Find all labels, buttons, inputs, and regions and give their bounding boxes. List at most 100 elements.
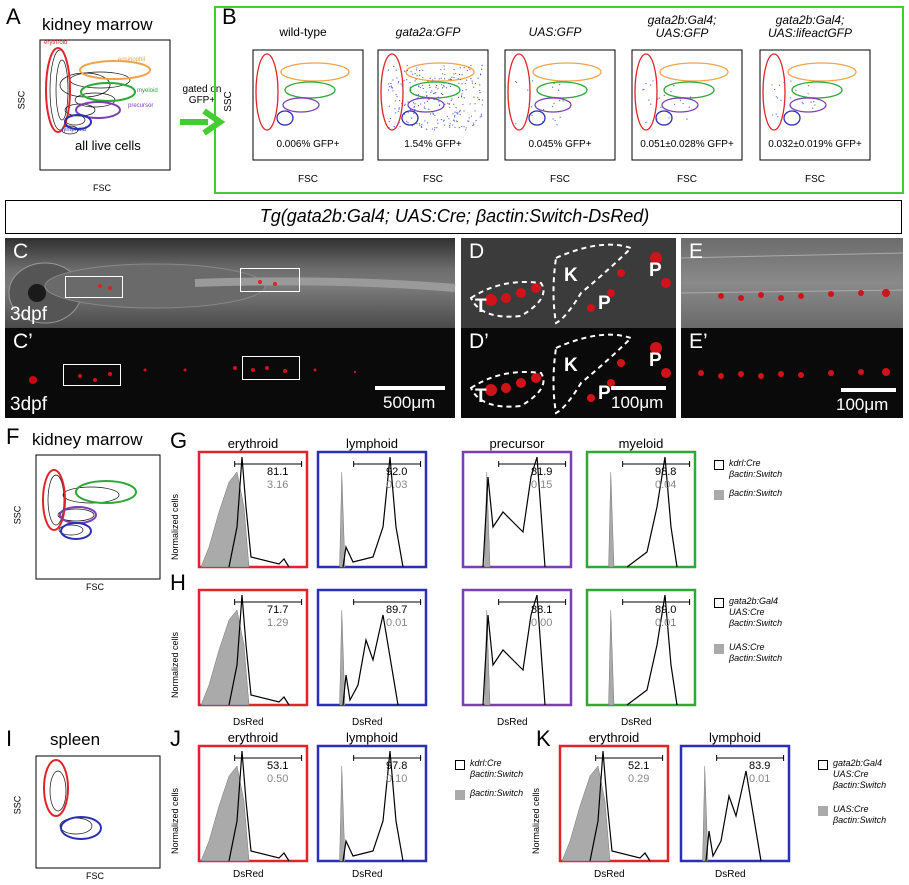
panel-b-gfp-value: 0.006% GFP+ [253,139,363,150]
panel-i-flow-plot [36,756,160,868]
inset-box-d2 [63,364,121,386]
panel-c2-image: C’ 3dpf 500μm [5,328,455,418]
gated-percent-bottom: 0.29 [628,773,649,785]
gated-percent-top: 81.1 [267,466,288,478]
panel-a-ylabel: SSC [16,91,26,110]
histo-xlabel: DsRed [715,869,746,880]
histo-xlabel: DsRed [352,869,383,880]
gated-percent-bottom: 0.01 [655,617,676,629]
panel-label-i: I [6,726,12,752]
gated-percent-top: 53.1 [267,760,288,772]
scalebar-e2-label: 100μm [836,395,888,415]
panel-c-age: 3dpf [10,304,47,326]
gated-percent-bottom: 0.15 [531,479,552,491]
panel-c2-age: 3dpf [10,394,47,416]
histogram-plot [318,746,426,861]
gated-percent-top: 92.0 [386,466,407,478]
panel-f-flow-plot [36,455,160,579]
panel-label-d2: D’ [469,330,489,354]
legend-swatch-open [455,760,465,770]
gated-percent-top: 88.1 [531,604,552,616]
gate-label-eosinophil: eosinophil [118,57,145,63]
histo-ylabel: Normalized cells [170,764,180,854]
histo-col-title: erythroid [199,730,307,745]
gated-percent-bottom: 0.10 [386,773,407,785]
panel-b-plot-title: gata2a:GFP [358,26,498,39]
inset-box-d [65,276,123,298]
panel-label-c2: C’ [13,330,33,354]
histo-col-title: precursor [463,436,571,451]
histo-ylabel: Normalized cells [531,764,541,854]
gate-label-precursor: precursor [128,103,153,109]
panel-f-xlabel: FSC [86,582,104,592]
banner-title: Tg(gata2b:Gal4; UAS:Cre; βactin:Switch-D… [0,206,909,227]
panel-i-ylabel: SSC [12,796,22,815]
gate-label-myeloid: myeloid [137,88,158,94]
panel-e-image: E [681,238,903,328]
panel-label-c: C [13,240,28,264]
histo-col-title: myeloid [587,436,695,451]
gated-percent-bottom: 0.50 [267,773,288,785]
histo-xlabel: DsRed [621,717,652,728]
histo-col-title: lymphoid [318,730,426,745]
legend-entry: βactin:Switch [729,488,809,499]
histo-xlabel: DsRed [594,869,625,880]
gated-percent-bottom: 1.29 [267,617,288,629]
inset-box-e [240,268,300,292]
gated-percent-top: 89.0 [655,604,676,616]
scalebar-c2-label: 500μm [383,393,435,413]
legend-swatch-gray [455,790,465,800]
histogram-plot [199,746,307,861]
gated-percent-top: 98.8 [655,466,676,478]
panel-b-plot-title: wild-type [233,26,373,39]
scalebar-d2-label: 100μm [611,393,663,413]
panel-b-gfp-value: 0.045% GFP+ [505,139,615,150]
panel-b-plot-title: gata2b:Gal4; UAS:GFP [612,14,752,40]
gated-percent-top: 81.9 [531,466,552,478]
panel-a-title: kidney marrow [42,15,153,35]
panel-b-xlabel: FSC [298,174,318,185]
legend-swatch-gray [714,490,724,500]
legend-entry: kdrl:Cre βactin:Switch [729,458,809,480]
histogram-plot [587,452,695,567]
histogram-plot [199,452,307,567]
mark-k: K [564,265,578,287]
histo-xlabel: DsRed [233,869,264,880]
panel-b-xlabel: FSC [550,174,570,185]
panel-b-gfp-value: 1.54% GFP+ [378,139,488,150]
gated-percent-top: 83.9 [749,760,770,772]
legend-swatch-gray [714,644,724,654]
panel-label-g: G [170,428,187,454]
panel-a-flow-plot [40,40,170,180]
mark-p4: P [598,383,611,405]
legend-swatch-open [714,598,724,608]
mark-t2: T [475,386,487,408]
histogram-plot [318,452,426,567]
panel-b-plot-title: gata2b:Gal4; UAS:lifeactGFP [740,14,880,40]
gate-label-lymphoid: lymphoid [62,127,86,133]
panel-c-image: C 3dpf [5,238,455,328]
histogram-plot [199,590,307,705]
mark-p3: P [649,350,662,372]
panel-label-h: H [170,570,186,596]
panel-b-gfp-value: 0.051±0.028% GFP+ [632,139,742,150]
histo-ylabel: Normalized cells [170,470,180,560]
legend-swatch-open [818,760,828,770]
panel-b-xlabel: FSC [677,174,697,185]
histogram-plot [318,590,426,705]
panel-i-title: spleen [50,730,100,750]
gated-percent-bottom: 0.04 [655,479,676,491]
mark-p1: P [649,260,662,282]
panel-b-plot-title: UAS:GFP [485,26,625,39]
panel-b-gfp-value: 0.032±0.019% GFP+ [760,139,870,150]
panel-label-d: D [469,240,484,264]
panel-i-xlabel: FSC [86,871,104,881]
histogram-plot [560,746,668,861]
panel-d2-image: D’ T K P P 100μm [461,328,676,418]
panel-a-xlabel: FSC [93,183,111,193]
scalebar-c2 [375,386,445,390]
gated-percent-bottom: 0.01 [386,617,407,629]
panel-label-k: K [536,726,551,752]
inset-box-e2 [242,356,300,380]
mark-t: T [475,296,487,318]
